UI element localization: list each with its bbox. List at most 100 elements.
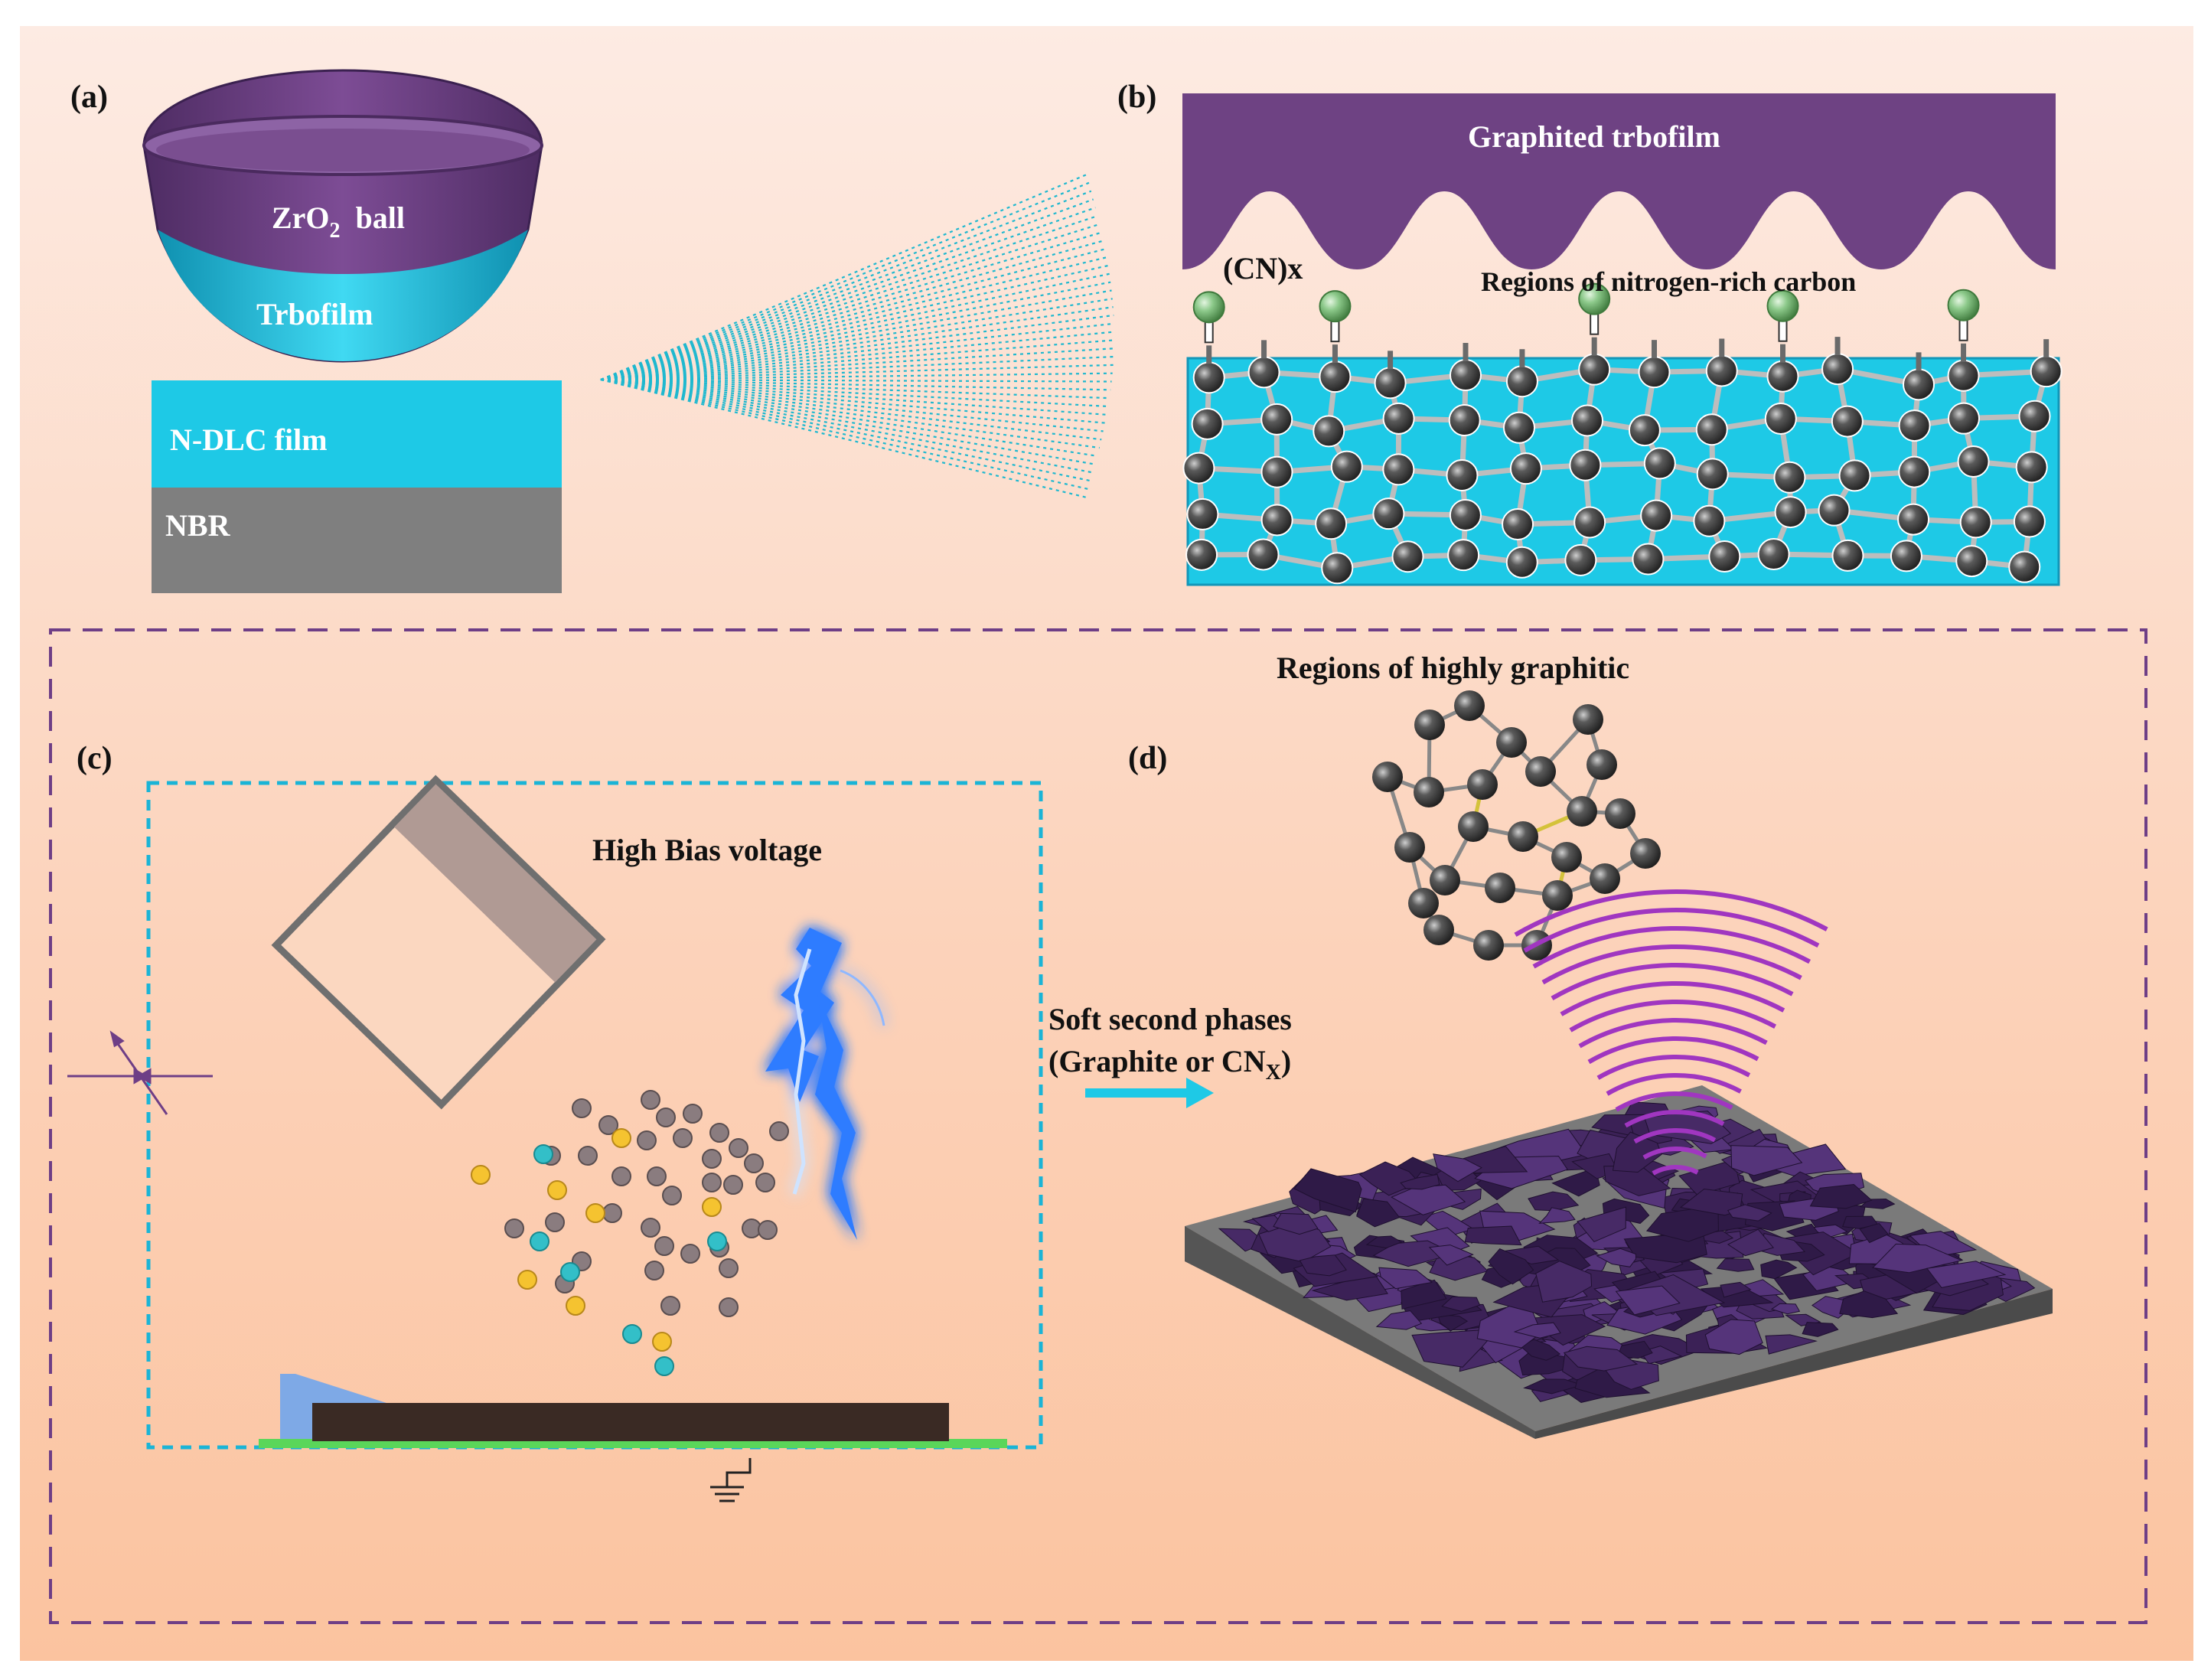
particle xyxy=(585,1203,605,1223)
high-bias-voltage-label: High Bias voltage xyxy=(592,833,822,867)
particle xyxy=(673,1128,693,1148)
graphitic-flake xyxy=(1378,1267,1433,1290)
diffraction-arc xyxy=(1560,981,1785,1016)
carbon-atom xyxy=(1247,538,1280,571)
diffraction-arc xyxy=(1633,1128,1717,1144)
graphene-atom xyxy=(1630,838,1661,869)
particle xyxy=(566,1296,585,1316)
fan-ray xyxy=(600,378,1091,482)
carbon-atom xyxy=(1947,359,1980,392)
graphene-atom xyxy=(1473,930,1504,961)
graphene-atom xyxy=(1423,915,1454,945)
particle xyxy=(647,1166,667,1186)
graphene-atom xyxy=(1372,762,1403,792)
panel-c: (c) High Bias voltage xyxy=(67,741,1043,1502)
graphitic-flake xyxy=(1400,1173,1440,1190)
lightning-icon xyxy=(765,928,885,1240)
graphitic-flake xyxy=(1401,1279,1447,1310)
graphited-tribofilm xyxy=(1182,93,2056,269)
fan-ray xyxy=(600,207,1096,381)
graphitic-flake xyxy=(1809,1183,1873,1209)
arrow-line-1: Soft second phases xyxy=(1048,1002,1292,1036)
graphitic-flake xyxy=(1299,1254,1348,1277)
graphitic-flake xyxy=(1428,1245,1474,1266)
fan-ray xyxy=(600,331,1115,381)
carbon-atom xyxy=(2018,400,2051,432)
panel-d-label: (d) xyxy=(1128,741,1167,776)
graphitic-flakes xyxy=(1218,1101,2036,1404)
carbon-atom xyxy=(1564,543,1597,576)
graphitic-flake xyxy=(1765,1334,1818,1355)
particle xyxy=(702,1197,722,1217)
diffraction-arc xyxy=(1587,1036,1759,1065)
cnx-label: (CN)x xyxy=(1223,251,1303,285)
nitrogen-region-label: Regions of nitrogen-rich carbon xyxy=(1481,266,1856,297)
particle xyxy=(611,1166,631,1186)
graphitic-flake xyxy=(1859,1222,1889,1244)
fan-ray xyxy=(600,378,1108,408)
carbon-atom xyxy=(1705,354,1738,387)
graphene-atom xyxy=(1496,727,1527,758)
carbon-atom xyxy=(2015,451,2048,484)
particle xyxy=(602,1203,622,1223)
particle xyxy=(652,1332,672,1352)
panel-a: (a) ZrO2 ball Trbofilm N-DLC film NBR xyxy=(70,69,562,593)
graphene-atom xyxy=(1414,777,1444,807)
graphitic-flake xyxy=(1365,1235,1403,1249)
diffraction-arc xyxy=(1532,926,1812,969)
graphene-atom xyxy=(1414,710,1445,740)
graphitic-flake xyxy=(1603,1165,1671,1196)
graphitic-flake xyxy=(1716,1258,1755,1272)
carbon-atom xyxy=(1260,455,1293,488)
carbon-atom xyxy=(1391,540,1424,573)
graphitic-flake xyxy=(1760,1259,1798,1280)
carbon-atom xyxy=(1628,414,1661,447)
fan-ray xyxy=(600,339,1115,381)
fan-ray xyxy=(600,240,1104,381)
carbon-atom xyxy=(1260,403,1293,435)
graphene-atom xyxy=(1587,749,1617,780)
fan-ray xyxy=(600,181,1090,381)
graphitic-flake xyxy=(1596,1248,1637,1267)
particle xyxy=(545,1212,565,1232)
carbon-atom xyxy=(1182,452,1215,484)
carbon-atom xyxy=(1831,405,1864,438)
graphitic-flake xyxy=(1704,1319,1763,1355)
diffraction-arc xyxy=(1514,889,1828,937)
nitrogen-atom xyxy=(1192,291,1225,324)
graphene-atom xyxy=(1454,690,1485,721)
carbon-atom xyxy=(1382,402,1415,435)
graphitic-flake xyxy=(1727,1228,1774,1257)
diffraction-arcs xyxy=(1514,889,1828,1176)
graphene-atom xyxy=(1430,865,1460,895)
carbon-atom xyxy=(1638,356,1671,389)
carbon-atom xyxy=(1898,455,1931,488)
graphitic-flake xyxy=(1872,1243,1963,1274)
particle xyxy=(641,1218,660,1238)
ball-subscript: 2 xyxy=(330,219,341,243)
carbon-atom xyxy=(1897,503,1930,536)
graphitic-flake xyxy=(1577,1206,1626,1243)
transition-arrow: Soft second phases (Graphite or CNX) xyxy=(1048,1002,1292,1108)
n-dlc-film-layer xyxy=(152,380,562,488)
panel-d: (d) Regions of highly graphitic xyxy=(1128,651,2053,1439)
diffraction-arc xyxy=(1615,1091,1733,1112)
carbon-atom xyxy=(1330,450,1363,483)
carbon-atom xyxy=(1957,445,1990,478)
carbon-atom xyxy=(1774,496,1807,529)
arrow-line-2: (Graphite or CN xyxy=(1048,1044,1266,1078)
carbon-atom xyxy=(1643,447,1676,480)
carbon-atom xyxy=(1382,453,1415,486)
carbon-atom xyxy=(1191,407,1224,440)
carbon-atom xyxy=(1695,413,1728,446)
particle xyxy=(560,1262,580,1282)
fan-ray xyxy=(600,198,1094,381)
carbon-atom xyxy=(1446,458,1479,491)
graphene-atom xyxy=(1485,873,1515,903)
fan-ray xyxy=(600,248,1106,381)
zro2-ball: ZrO2 ball Trbofilm xyxy=(142,69,543,363)
particle xyxy=(758,1220,778,1240)
graphitic-flake xyxy=(1356,1198,1401,1228)
film-label: N-DLC film xyxy=(170,422,328,457)
fan-ray xyxy=(600,190,1092,381)
